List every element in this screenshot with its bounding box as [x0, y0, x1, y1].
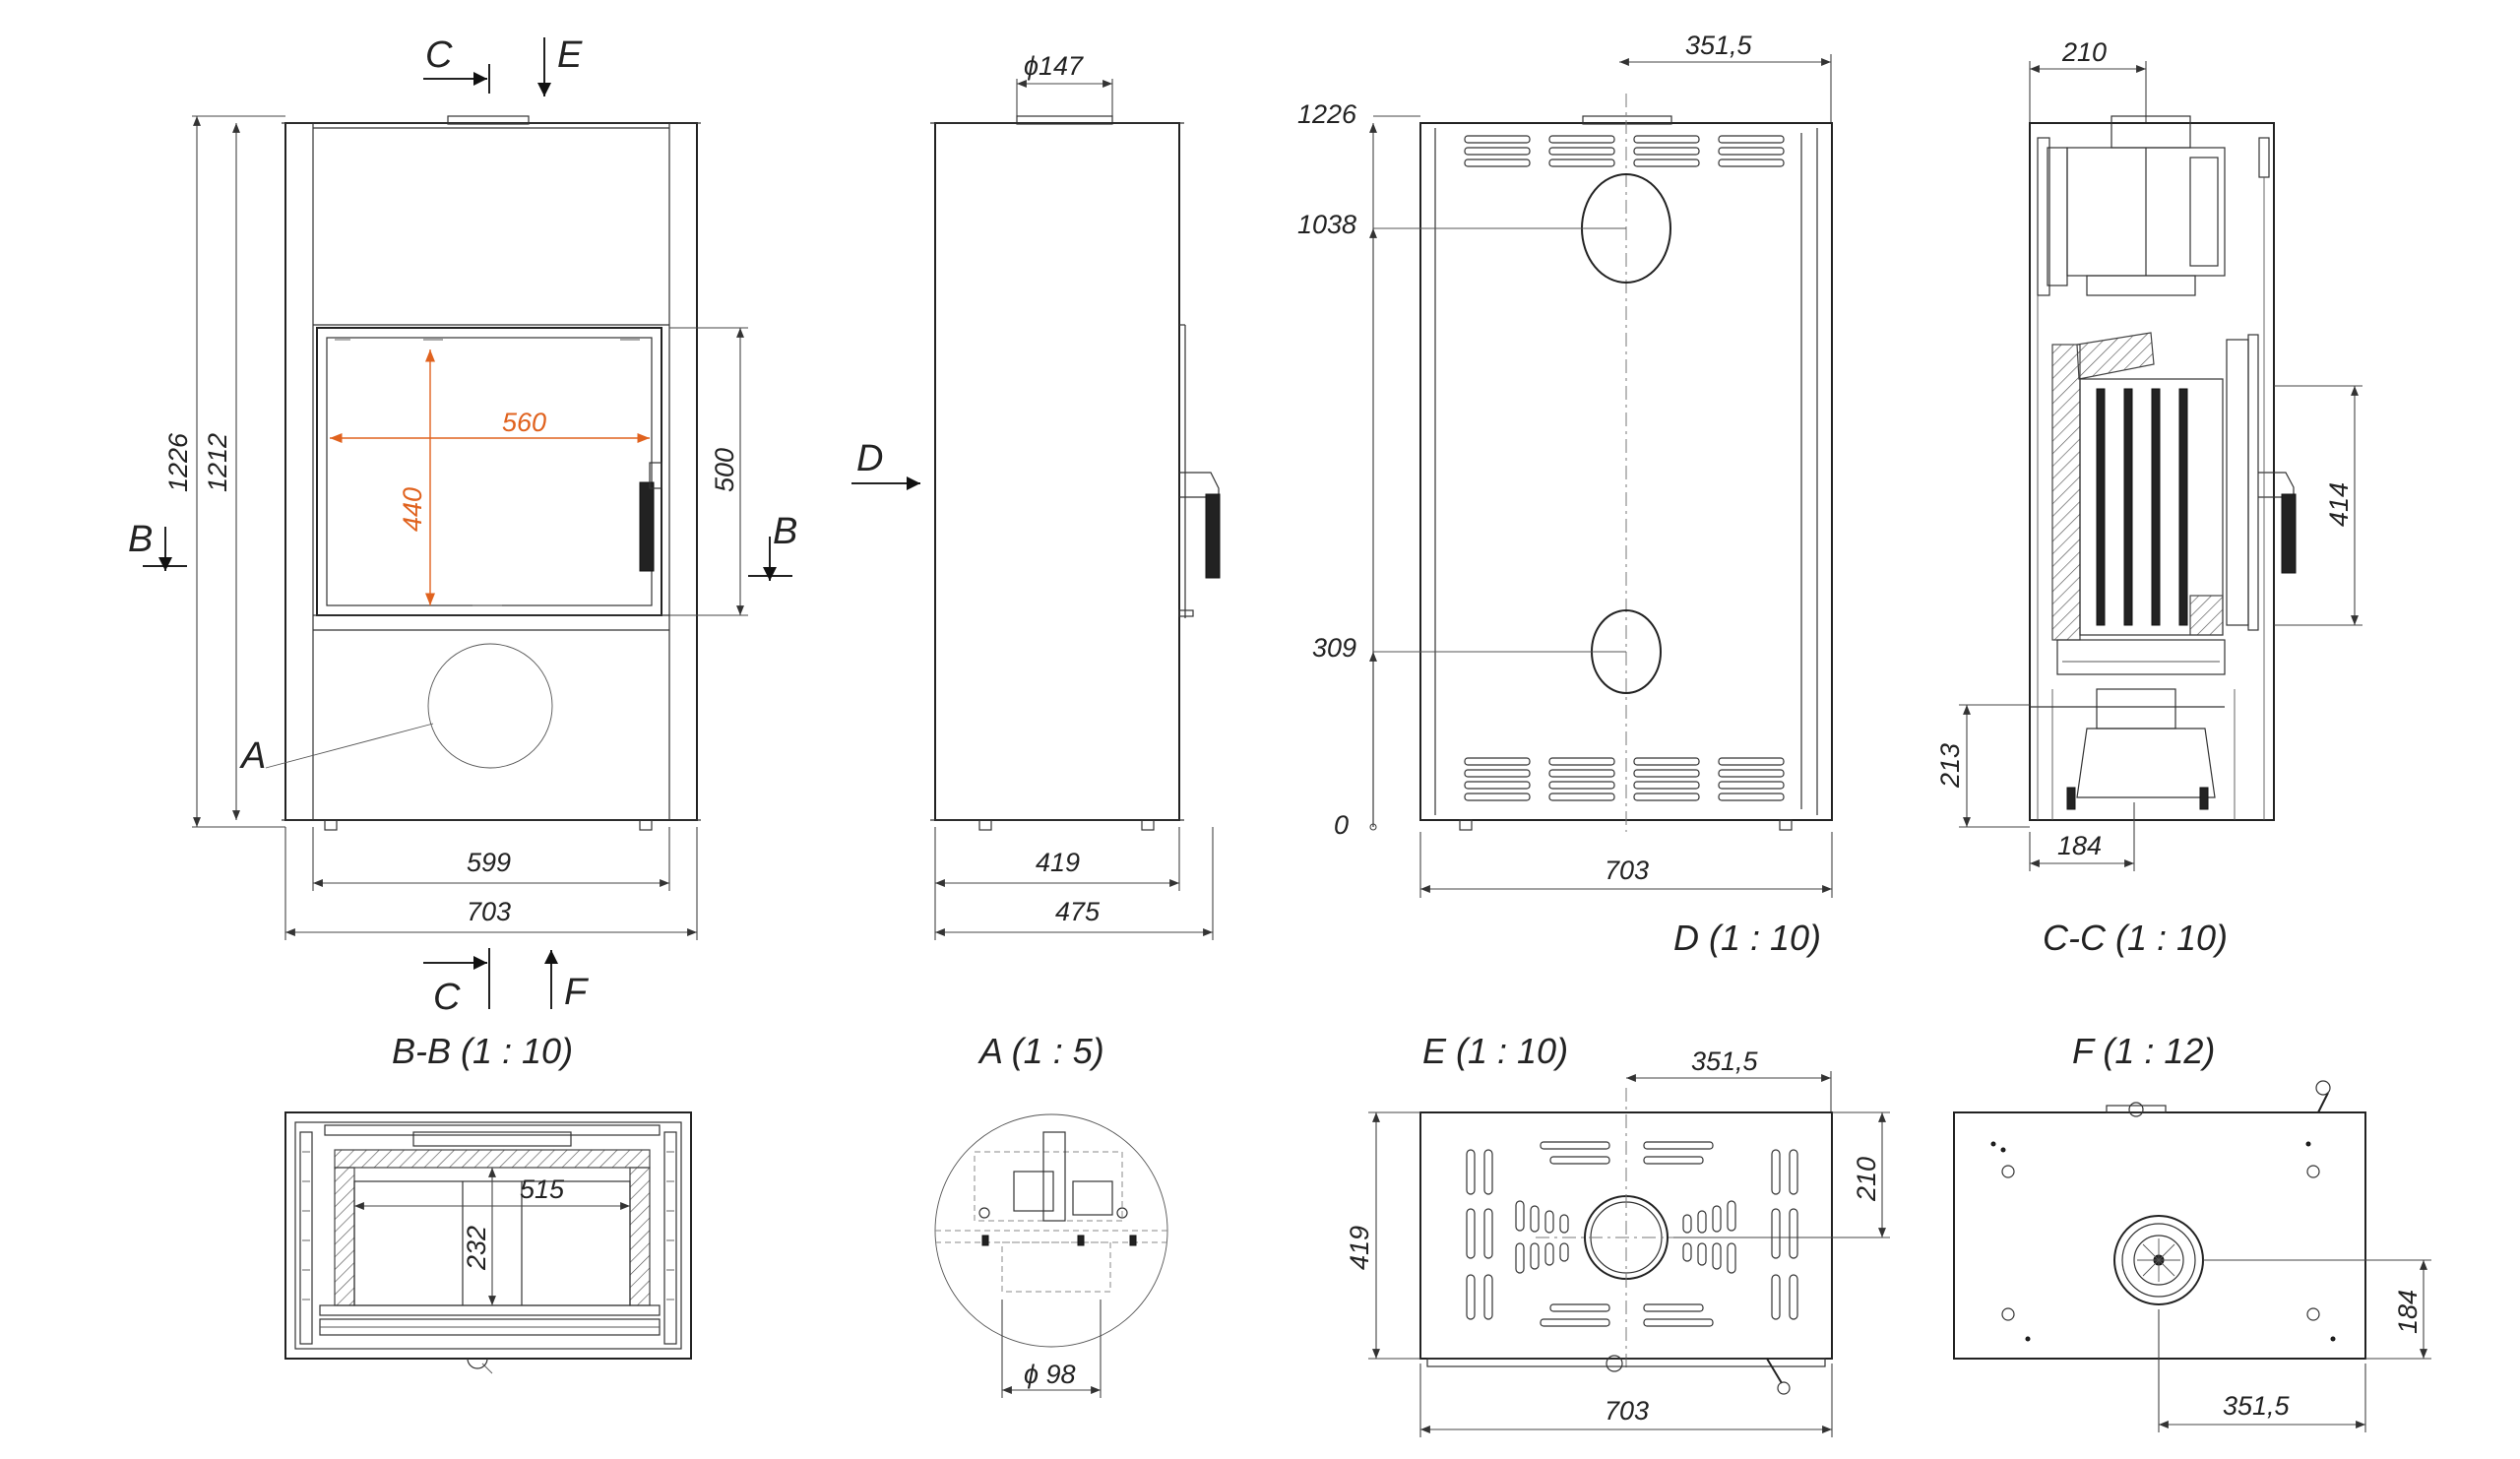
bb-body-outline [284, 1111, 692, 1360]
cc-body-outline [2029, 122, 2275, 821]
section-b-right-label: B [773, 511, 797, 552]
rear-view-title: D (1 : 10) [1673, 918, 1821, 958]
detail-a-marker: A [239, 735, 266, 777]
bb-view-title: B-B (1 : 10) [392, 1031, 573, 1071]
view-e-title: E (1 : 10) [1422, 1031, 1568, 1071]
cc-air-inlet-depth-dim: 184 [2057, 831, 2102, 860]
side-view: ϕ147 D 419 475 [851, 51, 1221, 940]
view-f-inlet-offset-dim: 351,5 [2223, 1391, 2291, 1421]
front-body-outline [284, 122, 698, 821]
front-height-body-dim: 1212 [203, 433, 232, 492]
section-d-label: D [856, 438, 883, 479]
rear-level-lower-flue: 309 [1312, 633, 1356, 663]
view-f-inlet-depth-dim: 184 [2393, 1290, 2423, 1334]
front-view: C E A 560 44 [128, 34, 797, 1018]
rear-level-upper-flue: 1038 [1297, 210, 1356, 239]
section-cc: 210 [1935, 37, 2362, 958]
view-e-width-dim: 703 [1605, 1396, 1649, 1426]
front-overall-width-dim: 703 [467, 897, 511, 926]
glass-height-dim: 440 [398, 487, 427, 532]
detail-a-diameter-dim: ϕ 98 [1024, 1360, 1076, 1389]
section-e-top-label: E [557, 34, 583, 76]
section-c-top-label: C [425, 34, 453, 76]
side-body-outline [934, 122, 1180, 821]
bb-firebox-width-dim: 515 [520, 1174, 565, 1204]
side-inner-depth-dim: 419 [1036, 848, 1080, 877]
side-flue-diameter-dim: ϕ147 [1024, 51, 1084, 81]
front-air-inlet-circle [427, 643, 553, 769]
rear-flue-offset-dim: 351,5 [1685, 31, 1753, 60]
rear-width-dim: 703 [1605, 856, 1649, 885]
front-inner-width-dim: 599 [467, 848, 511, 877]
side-door-handle [1205, 493, 1221, 579]
rear-level-zero: 0 [1334, 810, 1349, 840]
front-door-handle [639, 481, 655, 572]
cc-view-title: C-C (1 : 10) [2043, 918, 2228, 958]
view-f: F (1 : 12) 184 351,5 [1953, 1031, 2431, 1432]
detail-a: A (1 : 5) ϕ 98 [934, 1031, 1168, 1398]
view-e-depth-dim: 419 [1345, 1226, 1374, 1270]
cc-door-handle [2281, 493, 2297, 574]
view-e-flue-offset-dim: 351,5 [1691, 1047, 1759, 1076]
bb-firebox-depth-dim: 232 [462, 1226, 491, 1271]
rear-level-top: 1226 [1297, 99, 1357, 129]
view-e-flue-depth-dim: 210 [1852, 1157, 1881, 1202]
cc-door-height-dim: 414 [2324, 482, 2354, 527]
rear-view-d: 351,5 122 [1297, 31, 1833, 958]
front-height-overall-dim: 1226 [163, 432, 193, 492]
front-door [316, 327, 662, 616]
detail-a-title: A (1 : 5) [977, 1031, 1104, 1071]
section-b-left-label: B [128, 519, 153, 560]
section-bb: B-B (1 : 10) 515 232 [284, 1031, 692, 1374]
view-f-title: F (1 : 12) [2072, 1031, 2215, 1071]
section-c-bottom-label: C [433, 977, 461, 1018]
side-overall-depth-dim: 475 [1055, 897, 1101, 926]
cc-air-inlet-height-dim: 213 [1935, 743, 1965, 789]
front-door-height-dim: 500 [710, 448, 739, 492]
view-e: E (1 : 10) 351,5 [1345, 1031, 1890, 1437]
glass-width-dim: 560 [502, 408, 546, 437]
section-f-bottom-label: F [564, 972, 589, 1013]
cc-flue-depth-dim: 210 [2061, 37, 2107, 67]
